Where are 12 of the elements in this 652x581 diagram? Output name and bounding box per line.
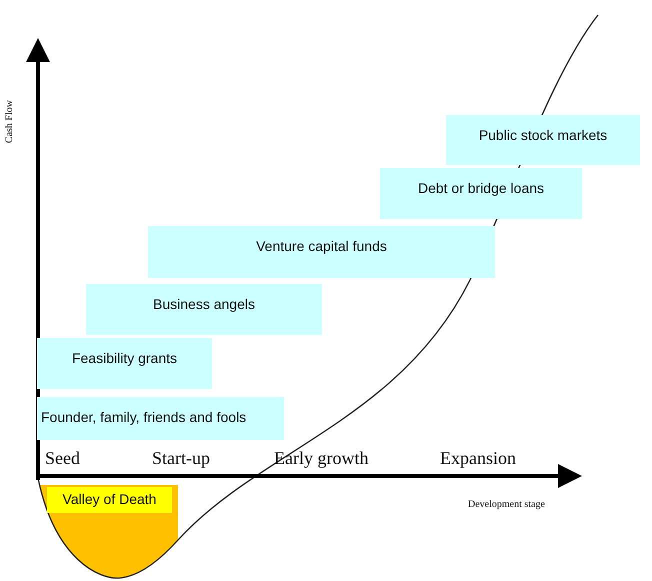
stage-label: Start-up bbox=[152, 448, 210, 469]
x-axis-title: Development stage bbox=[468, 499, 545, 510]
y-axis-title: Cash Flow bbox=[4, 100, 15, 144]
funding-stage-box: Public stock markets bbox=[446, 115, 640, 165]
funding-stage-box: Venture capital funds bbox=[148, 226, 495, 278]
stage-label: Seed bbox=[45, 448, 80, 469]
funding-stage-box: Founder, family, friends and fools bbox=[37, 397, 284, 440]
funding-stage-box: Business angels bbox=[86, 284, 322, 335]
valley-of-death-highlight: Valley of Death bbox=[47, 487, 172, 513]
funding-stage-box: Feasibility grants bbox=[37, 338, 212, 389]
funding-stage-box: Debt or bridge loans bbox=[380, 168, 582, 219]
stage-label: Expansion bbox=[440, 448, 516, 469]
